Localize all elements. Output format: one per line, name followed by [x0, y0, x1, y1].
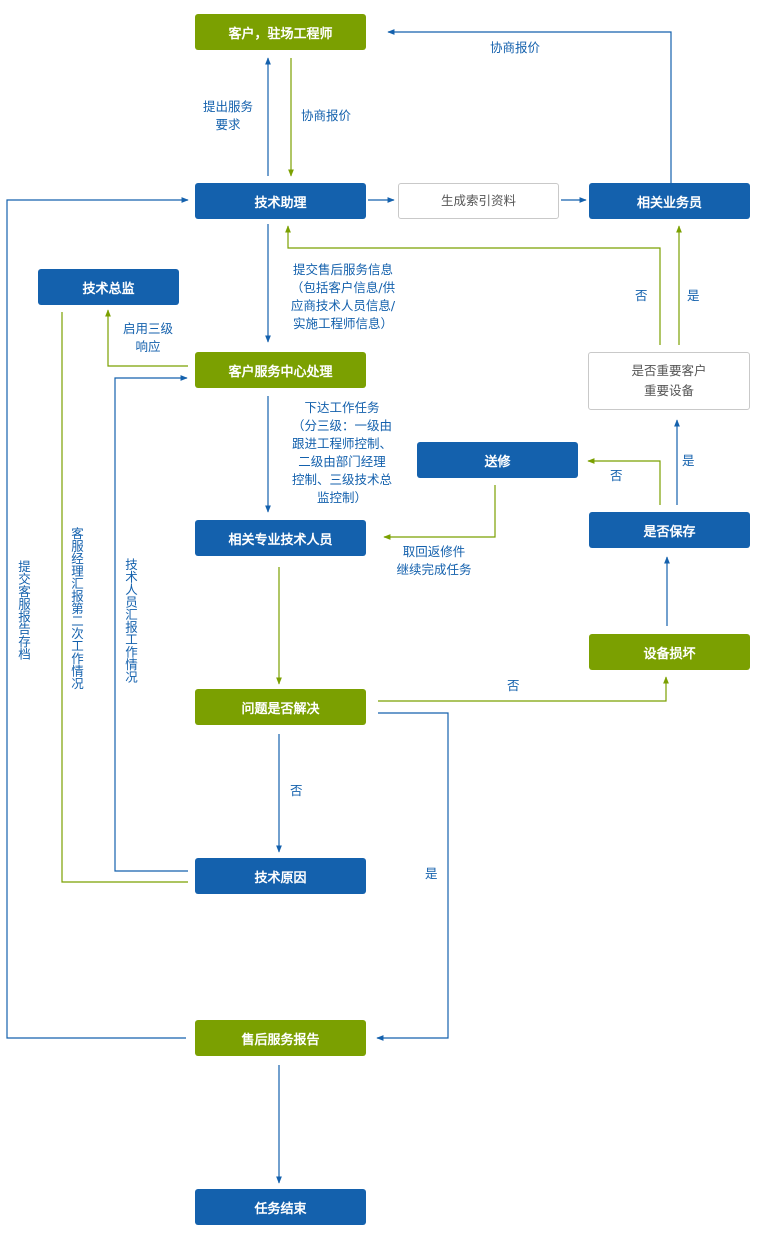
label-return-line-2: 继续完成任务 [396, 562, 472, 577]
arrow-solved-to-report [376, 712, 449, 1041]
label-return-repair: 取回返修件 继续完成任务 [388, 543, 480, 579]
label-return-line-1: 取回返修件 [402, 544, 466, 559]
label-archive-report: 提交客服报告存档 [16, 560, 31, 660]
label-request-line-2: 要求 [215, 117, 241, 132]
arrow-important-no [285, 225, 661, 345]
label-task-line-3: 跟进工程师控制、 [291, 436, 392, 451]
node-specialist: 相关专业技术人员 [195, 520, 366, 556]
node-tech-director: 技术总监 [38, 269, 179, 305]
label-submit-line-2: （包括客户信息/供 [290, 280, 396, 295]
label-task-line-1: 下达工作任务 [304, 400, 380, 415]
node-end: 任务结束 [195, 1189, 366, 1225]
label-keep-no: 否 [610, 468, 623, 483]
arrow-solved-to-damaged [378, 676, 669, 702]
node-sales: 相关业务员 [589, 183, 750, 219]
node-service-center: 客户服务中心处理 [195, 352, 366, 388]
node-gen-index: 生成索引资料 [398, 183, 559, 219]
label-task-line-2: （分三级：一级由 [291, 418, 392, 433]
label-important-yes: 是 [687, 288, 700, 303]
node-report: 售后服务报告 [195, 1020, 366, 1056]
label-submit-line-4: 实施工程师信息） [292, 316, 393, 331]
label-task-line-6: 监控制） [316, 490, 367, 505]
label-important-no: 否 [635, 288, 648, 303]
node-keep: 是否保存 [589, 512, 750, 548]
node-tech-reason: 技术原因 [195, 858, 366, 894]
arrow-center-to-director [105, 309, 188, 367]
label-solved-no-down: 否 [290, 783, 303, 798]
important-line-2: 重要设备 [643, 383, 694, 398]
label-keep-yes: 是 [682, 453, 695, 468]
label-submit-line-1: 提交售后服务信息 [292, 262, 393, 277]
node-customer: 客户，驻场工程师 [195, 14, 366, 50]
label-solved-yes: 是 [425, 866, 438, 881]
label-submit-info: 提交售后服务信息 （包括客户信息/供 应商技术人员信息/ 实施工程师信息） [283, 261, 403, 333]
label-task: 下达工作任务 （分三级：一级由 跟进工程师控制、 二级由部门经理 控制、三级技术… [284, 399, 400, 507]
label-negotiate-top: 协商报价 [490, 40, 541, 55]
node-tech-assistant: 技术助理 [195, 183, 366, 219]
node-important-customer: 是否重要客户 重要设备 [588, 352, 750, 410]
label-level3: 启用三级 响应 [118, 320, 178, 356]
label-negotiate-mid: 协商报价 [301, 108, 352, 123]
node-repair: 送修 [417, 442, 578, 478]
line-reason-to-director [61, 312, 188, 883]
label-solved-no-right: 否 [507, 678, 520, 693]
arrow-report-to-assistant [6, 197, 189, 1039]
arrow-keep-no [587, 458, 661, 505]
arrow-sales-to-customer [387, 29, 672, 183]
label-level3-line-1: 启用三级 [122, 321, 173, 336]
label-manager-report: 客服经理汇报第二次工作情况 [69, 527, 84, 690]
label-task-line-4: 二级由部门经理 [298, 454, 386, 469]
label-task-line-5: 控制、三级技术总 [291, 472, 392, 487]
node-solved: 问题是否解决 [195, 689, 366, 725]
node-damaged: 设备损坏 [589, 634, 750, 670]
label-submit-line-3: 应商技术人员信息/ [290, 298, 396, 313]
important-line-1: 是否重要客户 [631, 363, 707, 378]
arrow-reason-to-center [114, 375, 188, 872]
label-level3-line-2: 响应 [135, 339, 161, 354]
arrow-repair-to-specialist [383, 485, 496, 540]
label-techstaff-report: 技术人员汇报工作情况 [123, 558, 138, 683]
label-request: 提出服务 要求 [199, 98, 257, 134]
label-request-line-1: 提出服务 [202, 99, 253, 114]
